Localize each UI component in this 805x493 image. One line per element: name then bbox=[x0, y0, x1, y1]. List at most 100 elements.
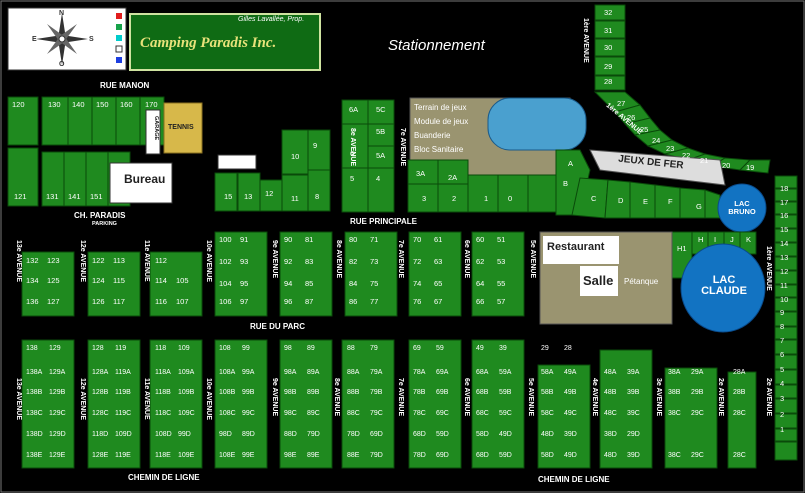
site-number: 19 bbox=[746, 163, 755, 172]
site-number: 14 bbox=[780, 239, 789, 248]
site-number: 128A bbox=[92, 369, 109, 376]
site-number: 85 bbox=[305, 279, 314, 288]
site-number: 126 bbox=[92, 297, 105, 306]
site-number: 128E bbox=[92, 452, 109, 459]
site-number: 100 bbox=[219, 235, 232, 244]
site-number: 59 bbox=[436, 345, 444, 352]
logo-panel bbox=[129, 13, 321, 71]
site-number: 84 bbox=[349, 279, 358, 288]
site-number: 109D bbox=[115, 431, 132, 438]
bureau-building bbox=[109, 162, 173, 204]
site-number: 108A bbox=[219, 369, 236, 376]
site-number: 109E bbox=[178, 452, 195, 459]
site-number: 115 bbox=[113, 276, 125, 285]
lac-claude bbox=[680, 243, 766, 333]
site-number: 1 bbox=[484, 194, 489, 203]
site-number: 108E bbox=[219, 452, 236, 459]
site-number: 79D bbox=[370, 452, 383, 459]
site-number: H bbox=[698, 235, 704, 244]
site-number: 114 bbox=[155, 276, 167, 285]
site-number: 6 bbox=[350, 149, 355, 158]
site-number: 81 bbox=[305, 235, 314, 244]
site-number: 99B bbox=[242, 389, 255, 396]
site-number: 88B bbox=[347, 389, 360, 396]
site-number: 119E bbox=[115, 452, 131, 459]
avenue-label: 13e AVENUE bbox=[15, 378, 22, 421]
site-number: 4 bbox=[376, 174, 381, 183]
small-building bbox=[217, 154, 257, 170]
site-number: 99E bbox=[242, 452, 255, 459]
site-number: 39D bbox=[564, 431, 577, 438]
site-number: 89A bbox=[307, 369, 320, 376]
site-number: 112 bbox=[155, 256, 167, 265]
rue-du-parc-label: RUE DU PARC bbox=[250, 322, 305, 331]
site-number: 98A bbox=[284, 369, 297, 376]
site-number: 69C bbox=[436, 410, 449, 417]
site-number: 79C bbox=[370, 410, 383, 417]
logo-title: Camping Paradis Inc. bbox=[140, 35, 277, 51]
site-number: 29C bbox=[691, 452, 704, 459]
site-number: 107 bbox=[176, 297, 189, 306]
site-number: 27 bbox=[617, 99, 626, 108]
site-number: 105 bbox=[176, 276, 189, 285]
site-number: 39A bbox=[627, 369, 640, 376]
site-number: 117 bbox=[113, 297, 125, 306]
site-number: 39 bbox=[499, 345, 507, 352]
avenue-label: 9e AVENUE bbox=[271, 378, 278, 417]
site-number: 106 bbox=[219, 297, 232, 306]
site-number: 71 bbox=[370, 235, 379, 244]
road-gap bbox=[238, 80, 326, 98]
site-number: 26 bbox=[627, 113, 636, 122]
lac-claude-label: LAC CLAUDE bbox=[701, 274, 747, 297]
site-number: 22 bbox=[682, 151, 691, 160]
avenue-label: 11e AVENUE bbox=[143, 378, 150, 420]
site-number: 128 bbox=[92, 345, 104, 352]
site-number: 39D bbox=[627, 452, 640, 459]
site-number: 29D bbox=[627, 431, 640, 438]
restaurant-label: Restaurant bbox=[547, 241, 605, 253]
site-number: 75 bbox=[370, 279, 379, 288]
site-number: 95 bbox=[240, 279, 249, 288]
site-number: 136 bbox=[26, 297, 39, 306]
site-number: 160 bbox=[120, 100, 133, 109]
site-number: 74 bbox=[413, 279, 422, 288]
site-number: 13 bbox=[780, 253, 789, 262]
site-number: 48C bbox=[604, 410, 617, 417]
site-number: I bbox=[714, 235, 717, 244]
site-number: 3 bbox=[780, 394, 785, 403]
site-number: 77 bbox=[370, 297, 379, 306]
site-number: 63 bbox=[434, 257, 443, 266]
site-number: H1 bbox=[677, 244, 687, 253]
right-sites bbox=[774, 175, 798, 461]
site-number: 83 bbox=[305, 257, 314, 266]
site-number: 30 bbox=[604, 43, 613, 52]
site-number: 82 bbox=[349, 257, 358, 266]
site-number: 108 bbox=[219, 345, 231, 352]
site-number: 109C bbox=[178, 410, 195, 417]
site-number: 128C bbox=[92, 410, 109, 417]
site-number: 73 bbox=[370, 257, 379, 266]
site-number: D bbox=[618, 196, 624, 205]
site-number: 87 bbox=[305, 297, 314, 306]
site-number: 113 bbox=[113, 256, 125, 265]
site-number: 59D bbox=[499, 452, 512, 459]
site-number: G bbox=[696, 202, 702, 211]
site-number: 38C bbox=[668, 410, 681, 417]
site-number: 48B bbox=[604, 389, 617, 396]
site-number: 9 bbox=[313, 141, 318, 150]
stationnement-label: Stationnement bbox=[388, 37, 485, 54]
site-number: 91 bbox=[240, 235, 249, 244]
site-number: 140 bbox=[72, 100, 85, 109]
site-number: 99C bbox=[242, 410, 255, 417]
tennis-court bbox=[163, 102, 203, 154]
site-number: B bbox=[563, 179, 569, 188]
compass-n: N bbox=[59, 10, 65, 17]
site-number: 3 bbox=[422, 194, 427, 203]
site-number: 38B bbox=[668, 389, 681, 396]
site-number: 80 bbox=[349, 235, 358, 244]
site-number: 98 bbox=[284, 345, 292, 352]
site-number: 89E bbox=[307, 452, 320, 459]
site-number: 59A bbox=[499, 369, 512, 376]
site-number: 89D bbox=[242, 431, 255, 438]
